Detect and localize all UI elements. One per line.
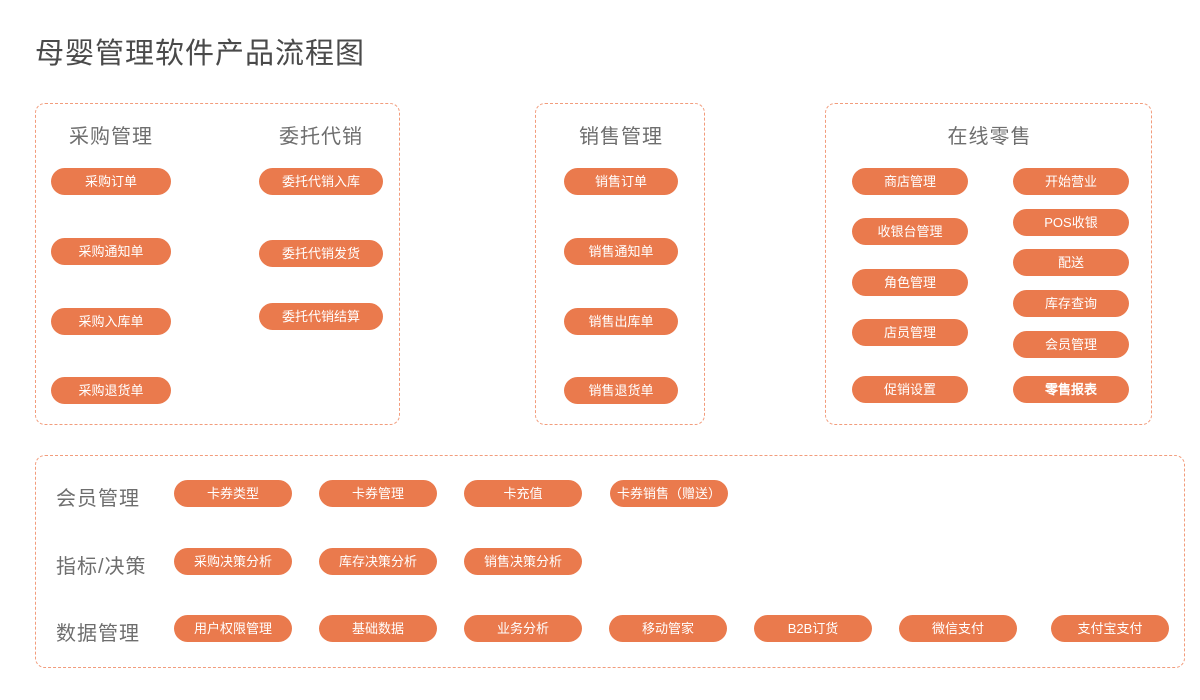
sales-header: 销售管理	[579, 126, 663, 148]
pill-purchase-decision-analysis[interactable]: 采购决策分析	[174, 548, 292, 575]
indicators-decision-label: 指标/决策	[56, 556, 147, 578]
pill-consignment-inbound[interactable]: 委托代销入库	[259, 168, 383, 195]
pill-basic-data[interactable]: 基础数据	[319, 615, 437, 642]
retail-box: 在线零售 商店管理 收银台管理 角色管理 店员管理 促销设置 开始营业 POS收…	[825, 103, 1152, 425]
pill-open-business[interactable]: 开始营业	[1013, 168, 1129, 195]
pill-card-type[interactable]: 卡券类型	[174, 480, 292, 507]
pill-purchase-notice[interactable]: 采购通知单	[51, 238, 171, 265]
pill-sales-return[interactable]: 销售退货单	[564, 377, 678, 404]
pill-promotion-settings[interactable]: 促销设置	[852, 376, 968, 403]
member-management-label: 会员管理	[56, 488, 140, 510]
pill-purchase-inbound[interactable]: 采购入库单	[51, 308, 171, 335]
pill-pos-cashier[interactable]: POS收银	[1013, 209, 1129, 236]
pill-mobile-manager[interactable]: 移动管家	[609, 615, 727, 642]
purchase-consignment-box: 采购管理 委托代销 采购订单 采购通知单 采购入库单 采购退货单 委托代销入库 …	[35, 103, 400, 425]
pill-card-management[interactable]: 卡券管理	[319, 480, 437, 507]
pill-sales-outbound[interactable]: 销售出库单	[564, 308, 678, 335]
sales-box: 销售管理 销售订单 销售通知单 销售出库单 销售退货单	[535, 103, 705, 425]
pill-wechat-pay[interactable]: 微信支付	[899, 615, 1017, 642]
pill-sales-notice[interactable]: 销售通知单	[564, 238, 678, 265]
pill-purchase-return[interactable]: 采购退货单	[51, 377, 171, 404]
pill-card-sale-gift[interactable]: 卡券销售（赠送）	[610, 480, 728, 507]
pill-consignment-settlement[interactable]: 委托代销结算	[259, 303, 383, 330]
pill-inventory-query[interactable]: 库存查询	[1013, 290, 1129, 317]
pill-sales-order[interactable]: 销售订单	[564, 168, 678, 195]
page-title: 母婴管理软件产品流程图	[35, 38, 366, 70]
pill-cashier-management[interactable]: 收银台管理	[852, 218, 968, 245]
pill-delivery[interactable]: 配送	[1013, 249, 1129, 276]
pill-purchase-order[interactable]: 采购订单	[51, 168, 171, 195]
pill-alipay-pay[interactable]: 支付宝支付	[1051, 615, 1169, 642]
pill-retail-reports[interactable]: 零售报表	[1013, 376, 1129, 403]
pill-consignment-shipment[interactable]: 委托代销发货	[259, 240, 383, 267]
pill-sales-decision-analysis[interactable]: 销售决策分析	[464, 548, 582, 575]
data-management-label: 数据管理	[56, 623, 140, 645]
pill-b2b-ordering[interactable]: B2B订货	[754, 615, 872, 642]
pill-inventory-decision-analysis[interactable]: 库存决策分析	[319, 548, 437, 575]
bottom-box: 会员管理 卡券类型 卡券管理 卡充值 卡券销售（赠送） 指标/决策 采购决策分析…	[35, 455, 1185, 668]
pill-card-recharge[interactable]: 卡充值	[464, 480, 582, 507]
consignment-header: 委托代销	[279, 126, 363, 148]
pill-store-management[interactable]: 商店管理	[852, 168, 968, 195]
pill-business-analysis[interactable]: 业务分析	[464, 615, 582, 642]
pill-user-permission[interactable]: 用户权限管理	[174, 615, 292, 642]
retail-header: 在线零售	[947, 126, 1032, 148]
pill-clerk-management[interactable]: 店员管理	[852, 319, 968, 346]
pill-member-management[interactable]: 会员管理	[1013, 331, 1129, 358]
pill-role-management[interactable]: 角色管理	[852, 269, 968, 296]
purchase-header: 采购管理	[69, 126, 153, 148]
